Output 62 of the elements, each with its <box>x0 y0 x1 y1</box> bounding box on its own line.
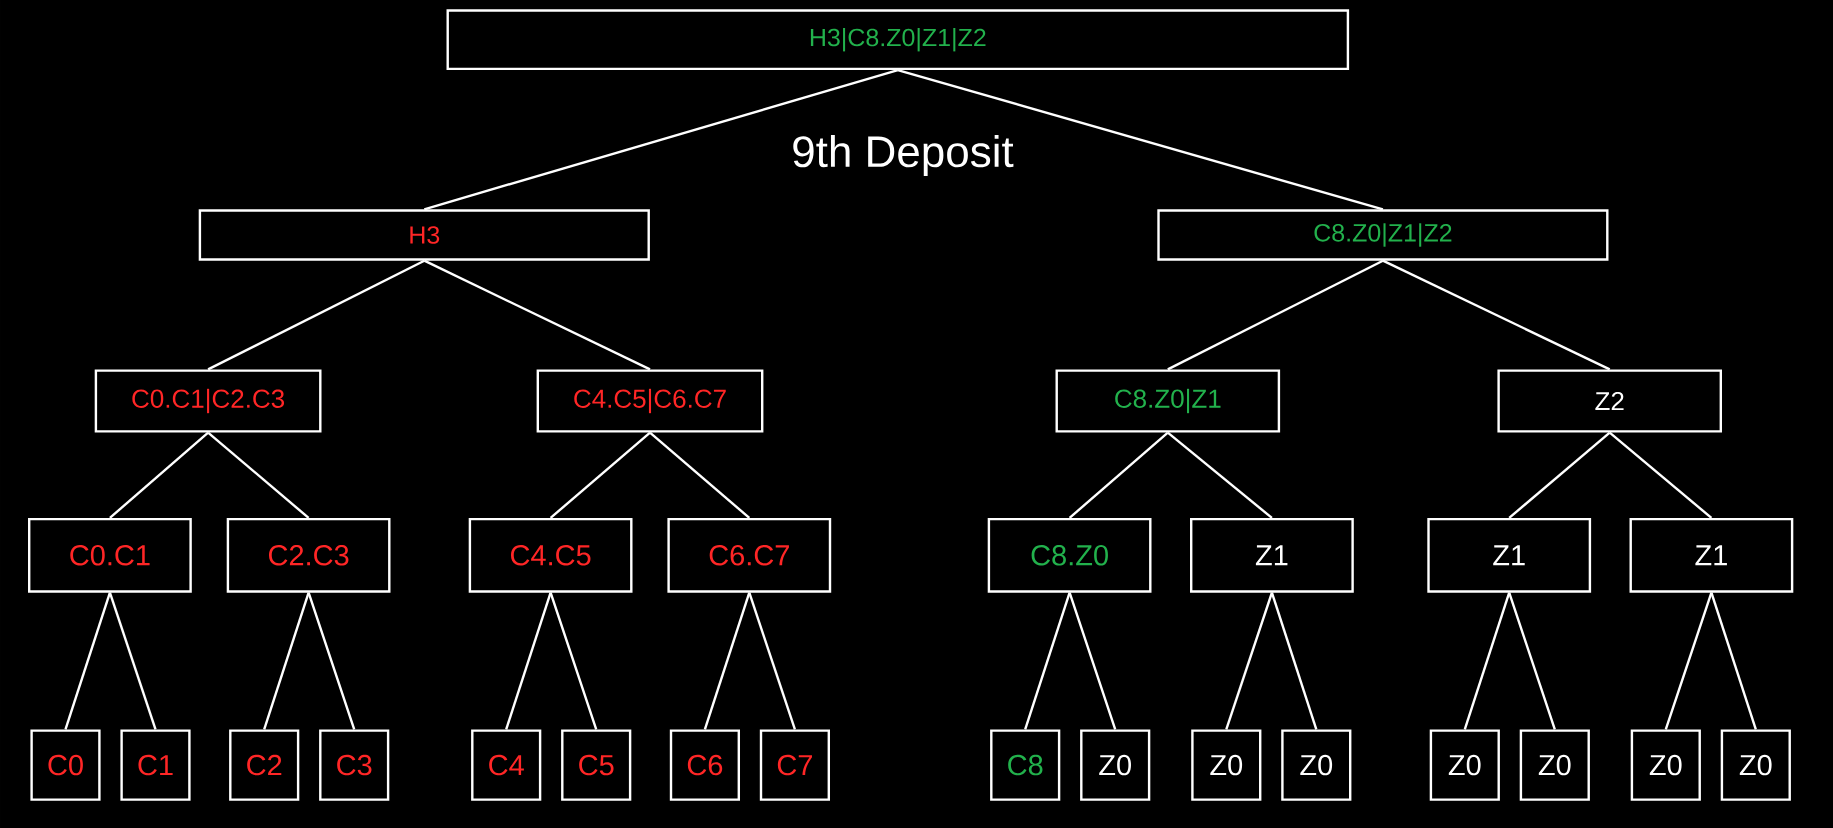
tree-node-box: Z0 <box>1519 729 1590 801</box>
connector-line <box>748 592 797 730</box>
connector-line <box>1664 592 1713 730</box>
connector-line <box>263 592 310 730</box>
tree-node-box: Z0 <box>1720 729 1791 801</box>
tree-node-box: C4.C5|C6.C7 <box>536 369 764 433</box>
connector-line <box>423 68 899 211</box>
tree-node-box: C2 <box>229 729 300 801</box>
tree-node-box: Z0 <box>1191 729 1262 801</box>
tree-node-box: C0.C1 <box>28 517 192 593</box>
connector-line <box>1270 592 1318 730</box>
tree-node-box: C1 <box>120 729 191 801</box>
tree-node-box: C0.C1|C2.C3 <box>94 369 322 433</box>
connector-line <box>1463 592 1511 730</box>
tree-node-box: C0 <box>30 729 101 801</box>
connector-line <box>64 592 112 730</box>
connector-line <box>1508 592 1556 730</box>
connector-line <box>897 68 1384 211</box>
tree-node-box: H3|C8.Z0|Z1|Z2 <box>446 9 1350 71</box>
connector-line <box>549 431 651 519</box>
connector-line <box>649 431 751 519</box>
tree-node-box: C6 <box>669 729 740 801</box>
tree-node-box: C4 <box>471 729 542 801</box>
connector-line <box>1068 431 1169 519</box>
tree-node-box: C6.C7 <box>667 517 832 593</box>
connector-line <box>1710 592 1757 730</box>
tree-node-box: C8.Z0|Z1 <box>1055 369 1281 433</box>
tree-node-box: C8 <box>990 729 1061 801</box>
tree-node-box: C5 <box>561 729 632 801</box>
connector-line <box>1508 431 1611 519</box>
connector-line <box>207 259 425 371</box>
heading-label: 9th Deposit <box>793 134 1014 176</box>
connector-line <box>108 592 157 730</box>
connector-line <box>207 431 310 519</box>
tree-node-box: H3 <box>198 209 650 261</box>
connector-line <box>1024 592 1071 730</box>
tree-node-box: Z1 <box>1629 517 1794 593</box>
connector-line <box>1608 431 1713 519</box>
connector-line <box>307 592 356 730</box>
tree-node-box: Z0 <box>1630 729 1701 801</box>
connector-line <box>1068 592 1117 730</box>
tree-node-box: Z2 <box>1497 369 1722 433</box>
connector-line <box>1167 431 1273 519</box>
connector-line <box>703 592 751 730</box>
tree-node-box: C3 <box>319 729 390 801</box>
tree-node-box: C8.Z0|Z1|Z2 <box>1157 209 1609 261</box>
tree-node-box: Z1 <box>1427 517 1592 593</box>
connector-line <box>1225 592 1274 730</box>
tree-node-box: C4.C5 <box>468 517 633 593</box>
tree-node-box: Z0 <box>1080 729 1151 801</box>
connector-line <box>1167 259 1384 371</box>
tree-node-box: C7 <box>759 729 830 801</box>
tree-node-box: Z0 <box>1429 729 1500 801</box>
connector-line <box>109 431 209 519</box>
connector-line <box>505 592 552 730</box>
connector-line <box>1382 259 1611 371</box>
tree-node-box: Z0 <box>1281 729 1352 801</box>
tree-node-box: Z1 <box>1190 517 1354 593</box>
tree-node-box: C8.Z0 <box>987 517 1152 593</box>
connector-line <box>423 259 651 371</box>
tree-node-box: C2.C3 <box>226 517 391 593</box>
connector-line <box>549 592 598 730</box>
